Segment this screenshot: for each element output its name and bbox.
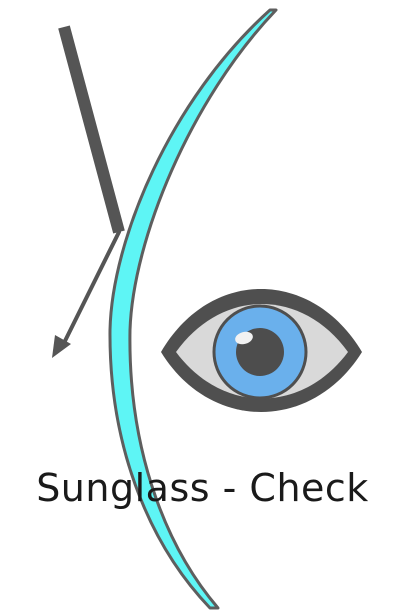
diagram-caption: Sunglass - Check xyxy=(0,466,405,510)
incoming-ray xyxy=(64,27,119,232)
reflected-ray-arrow-icon xyxy=(52,27,119,358)
eye-icon xyxy=(161,289,362,412)
